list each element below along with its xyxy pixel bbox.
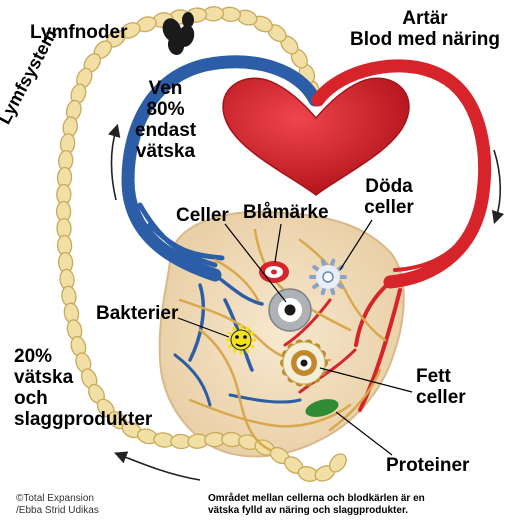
credit-text: ©Total Expansion /Ebba Strid Udikas [16,493,99,517]
cell-icon [269,289,311,331]
label-vein: Ven 80% endast vätska [128,78,203,162]
bruise-cell-icon [259,261,289,283]
label-bacteria: Bakterier [96,303,178,324]
label-fat-cells: Fett celler [416,366,466,408]
label-lymph-fluid: 20% vätska och slaggprodukter [14,346,152,430]
caption-text: Området mellan cellerna och blodkärlen ä… [208,493,425,517]
label-proteins: Proteiner [386,455,469,476]
label-cells: Celler [176,205,229,226]
label-bruise: Blåmärke [243,202,329,223]
tissue-area [160,212,404,457]
label-artery: Artär Blod med näring [335,8,515,50]
label-dead-cells: Döda celler [354,176,424,218]
